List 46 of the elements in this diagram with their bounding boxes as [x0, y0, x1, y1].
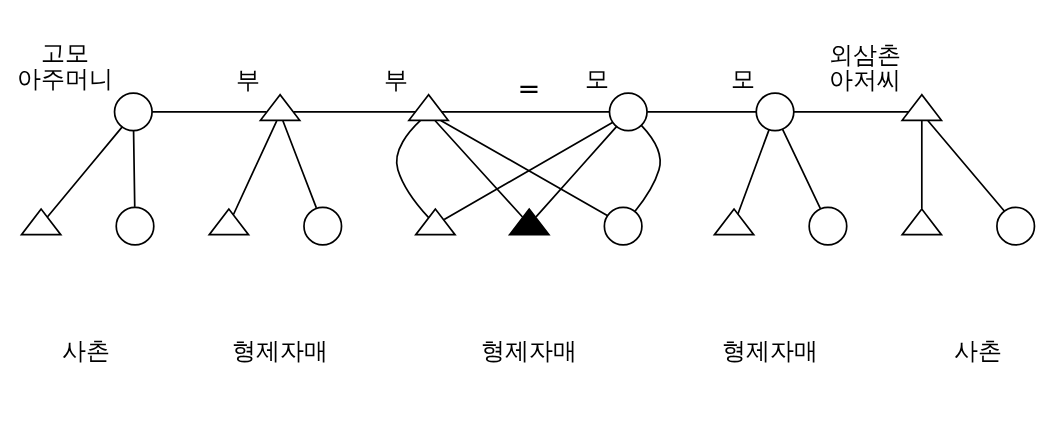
connector — [781, 128, 822, 210]
connector — [646, 110, 757, 113]
node-triangle — [414, 207, 457, 236]
node-triangle — [900, 93, 944, 122]
node-filled-triangle — [507, 207, 551, 236]
node-label: 부 — [384, 66, 409, 95]
node-circle — [603, 206, 643, 246]
connector — [737, 129, 770, 215]
node-triangle — [900, 207, 944, 236]
connector — [535, 125, 618, 218]
node-triangle — [712, 207, 756, 236]
node-triangle — [407, 93, 450, 122]
label: 형제자매 — [721, 336, 818, 365]
connector — [151, 110, 268, 113]
connector — [46, 126, 123, 218]
connector — [282, 119, 318, 209]
node-label: 모 — [584, 64, 609, 93]
node-circle — [608, 92, 648, 132]
connector — [634, 124, 661, 213]
node-label: 부 — [235, 66, 260, 95]
node-circle — [755, 92, 795, 132]
label: 사촌 — [954, 336, 1003, 365]
node-circle — [808, 206, 848, 246]
connector — [132, 130, 136, 208]
node-circle — [303, 206, 343, 246]
connector — [232, 119, 278, 216]
node-label: 모 — [731, 64, 756, 93]
node-label: 고모 아주머니 — [17, 38, 114, 93]
connector — [793, 110, 910, 113]
node-circle — [113, 92, 153, 132]
node-label: 외삼촌 아저씨 — [829, 40, 902, 95]
node-triangle — [207, 207, 251, 236]
label: 사촌 — [61, 336, 110, 365]
label: 형제자매 — [232, 336, 329, 365]
connector — [927, 119, 1006, 212]
edge-label: = — [517, 72, 541, 104]
connector — [395, 119, 430, 219]
node-triangle — [19, 207, 63, 236]
connector — [440, 110, 610, 113]
connector — [920, 119, 923, 210]
node-circle — [115, 206, 155, 246]
connector — [292, 110, 417, 113]
node-triangle — [258, 93, 302, 122]
connector — [434, 119, 524, 218]
label: 형제자매 — [481, 336, 578, 365]
node-circle — [996, 206, 1036, 246]
